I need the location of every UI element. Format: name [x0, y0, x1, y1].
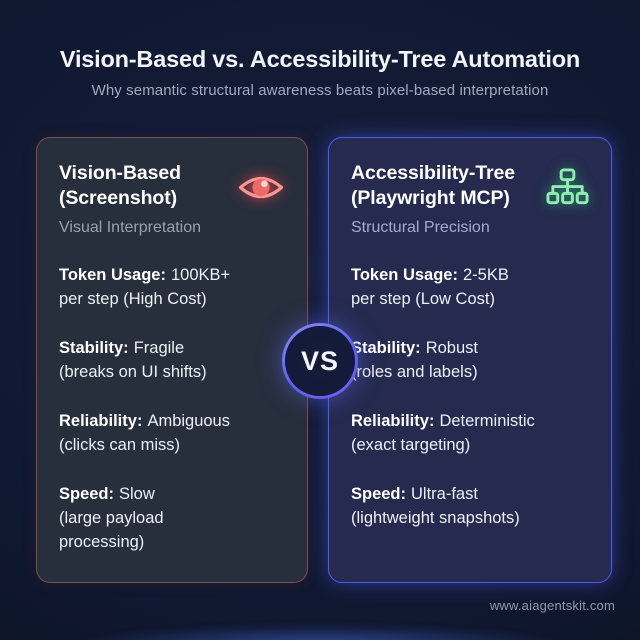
comparison-item: Stability:Robust (roles and labels) [351, 336, 589, 384]
item-label: Stability: [59, 339, 129, 357]
tree-card-body: Token Usage:2-5KB per step (Low Cost) St… [351, 263, 589, 530]
tree-card-subtitle: Structural Precision [351, 219, 490, 236]
item-value: 100KB+ per step (High Cost) [59, 266, 231, 308]
item-label: Reliability: [59, 412, 143, 430]
comparison-item: Token Usage:100KB+ per step (High Cost) [59, 263, 285, 311]
comparison-item: Stability:Fragile (breaks on UI shifts) [59, 336, 285, 384]
tree-card-header: Accessibility-Tree (Playwright MCP) Stru… [351, 161, 589, 237]
item-label: Stability: [351, 339, 421, 357]
vision-card-title: Vision-Based (Screenshot) [59, 162, 181, 209]
item-label: Speed: [351, 485, 407, 503]
item-value: Fragile (breaks on UI shifts) [59, 339, 207, 381]
comparison-item: Reliability:Deterministic (exact targeti… [351, 409, 589, 457]
item-label: Speed: [59, 485, 115, 503]
item-label: Token Usage: [351, 266, 458, 284]
vision-based-card: Vision-Based (Screenshot) Visual Interpr… [36, 137, 308, 583]
tree-card-title: Accessibility-Tree (Playwright MCP) [351, 162, 516, 209]
item-value: Robust (roles and labels) [351, 339, 478, 381]
page-title: Vision-Based vs. Accessibility-Tree Auto… [59, 46, 581, 72]
item-value: Ultra-fast (lightweight snapshots) [351, 485, 520, 527]
sitemap-icon [546, 167, 589, 215]
comparison-item: Speed:Ultra-fast (lightweight snapshots) [351, 482, 589, 530]
item-label: Reliability: [351, 412, 435, 430]
accessibility-tree-card: Accessibility-Tree (Playwright MCP) Stru… [328, 137, 612, 583]
vision-card-header: Vision-Based (Screenshot) Visual Interpr… [59, 161, 285, 237]
page-subtitle: Why semantic structural awareness beats … [91, 82, 549, 99]
page-header: Vision-Based vs. Accessibility-Tree Auto… [0, 46, 640, 99]
item-value: 2-5KB per step (Low Cost) [351, 266, 509, 308]
comparison-item: Reliability:Ambiguous (clicks can miss) [59, 409, 285, 457]
comparison-item: Speed:Slow (large payload processing) [59, 482, 285, 554]
vs-badge: VS [282, 323, 358, 399]
vision-card-body: Token Usage:100KB+ per step (High Cost) … [59, 263, 285, 554]
item-value: Deterministic (exact targeting) [351, 412, 535, 454]
eye-icon [237, 167, 285, 213]
item-label: Token Usage: [59, 266, 166, 284]
item-value: Slow (large payload processing) [59, 485, 164, 551]
bottom-glow-decoration [64, 624, 576, 640]
website-url: www.aiagentskit.com [489, 598, 615, 613]
vs-label: VS [300, 345, 340, 376]
vision-card-subtitle: Visual Interpretation [59, 219, 202, 236]
vision-card-heading: Vision-Based (Screenshot) Visual Interpr… [59, 161, 201, 237]
tree-card-heading: Accessibility-Tree (Playwright MCP) Stru… [351, 161, 515, 237]
item-value: Ambiguous (clicks can miss) [59, 412, 230, 454]
comparison-item: Token Usage:2-5KB per step (Low Cost) [351, 263, 589, 311]
